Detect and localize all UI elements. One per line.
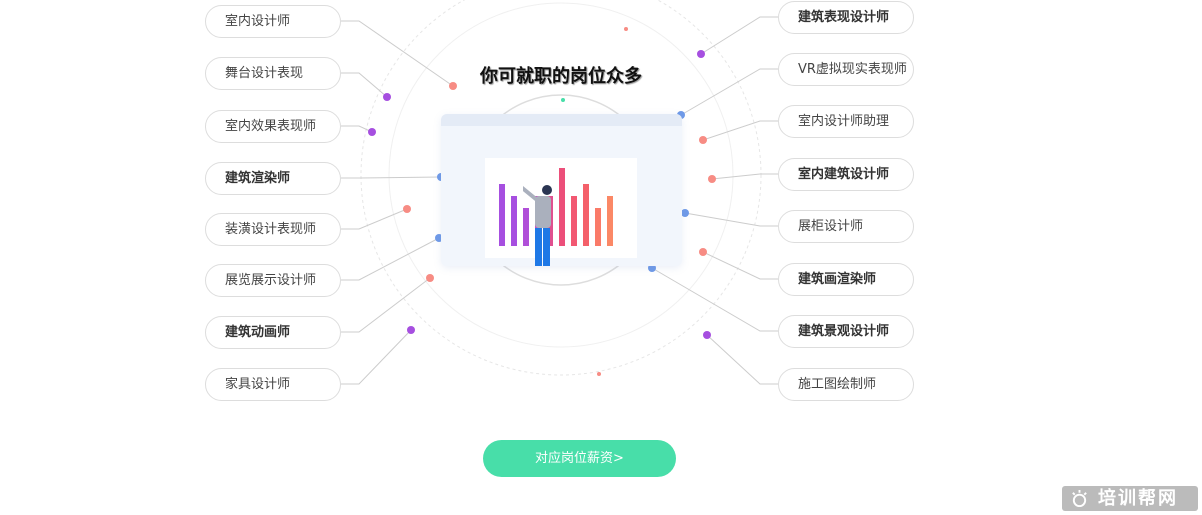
connector-dot <box>697 50 705 58</box>
illustration-bar <box>511 196 517 246</box>
salary-button[interactable]: 对应岗位薪资> <box>483 440 676 477</box>
left-job-item[interactable]: 建筑渲染师 <box>205 162 341 195</box>
connector-dot <box>703 331 711 339</box>
left-job-item[interactable]: 舞台设计表现 <box>205 57 341 90</box>
right-job-item[interactable]: 室内建筑设计师 <box>778 158 914 191</box>
connector-dot <box>403 205 411 213</box>
illustration-bar <box>595 208 601 246</box>
connector-line <box>341 125 373 133</box>
watermark-text: 培训帮网 <box>1098 488 1178 509</box>
dashboard-illustration <box>441 114 682 266</box>
right-job-item[interactable]: 建筑画渲染师 <box>778 263 914 296</box>
connector-line <box>341 277 431 333</box>
connector-dot <box>699 248 707 256</box>
sun-face-icon <box>1072 489 1087 508</box>
connector-line <box>341 208 408 230</box>
connector-line <box>341 20 454 87</box>
connector-dot <box>407 326 415 334</box>
illustration-bar <box>559 168 565 246</box>
page-title: 你可就职的岗位众多 <box>480 66 642 87</box>
connector-line <box>711 173 778 180</box>
connector-line <box>341 176 442 179</box>
connector-line <box>702 251 778 280</box>
right-job-item[interactable]: 建筑表现设计师 <box>778 1 914 34</box>
illustration-bar <box>499 184 505 246</box>
connector-dot <box>648 264 656 272</box>
right-job-item[interactable]: 施工图绘制师 <box>778 368 914 401</box>
connector-dot <box>368 128 376 136</box>
right-job-item[interactable]: VR虚拟现实表现师 <box>778 53 914 86</box>
illustration-bar <box>571 196 577 246</box>
connector-dot <box>708 175 716 183</box>
connector-line <box>702 120 778 141</box>
connector-dot <box>383 93 391 101</box>
connector-line <box>651 267 778 332</box>
connector-dot <box>449 82 457 90</box>
left-job-item[interactable]: 室内设计师 <box>205 5 341 38</box>
right-job-item[interactable]: 建筑景观设计师 <box>778 315 914 348</box>
illustration-bar <box>523 208 529 246</box>
connector-dot <box>699 136 707 144</box>
left-job-item[interactable]: 室内效果表现师 <box>205 110 341 143</box>
right-job-item[interactable]: 室内设计师助理 <box>778 105 914 138</box>
connector-line <box>341 237 440 281</box>
person-illustration <box>523 185 552 266</box>
connector-line <box>700 16 778 55</box>
left-job-item[interactable]: 建筑动画师 <box>205 316 341 349</box>
illustration-bar <box>607 196 613 246</box>
watermark-logo: 培训帮网 <box>1062 486 1198 511</box>
connector-dot <box>426 274 434 282</box>
left-job-item[interactable]: 装潢设计表现师 <box>205 213 341 246</box>
connector-line <box>341 329 412 385</box>
connector-line <box>706 334 778 385</box>
connector-line <box>684 212 778 227</box>
right-job-item[interactable]: 展柜设计师 <box>778 210 914 243</box>
connector-line <box>341 72 388 98</box>
left-job-item[interactable]: 家具设计师 <box>205 368 341 401</box>
connector-line <box>680 68 778 116</box>
illustration-bar <box>583 184 589 246</box>
connector-dot <box>681 209 689 217</box>
left-job-item[interactable]: 展览展示设计师 <box>205 264 341 297</box>
